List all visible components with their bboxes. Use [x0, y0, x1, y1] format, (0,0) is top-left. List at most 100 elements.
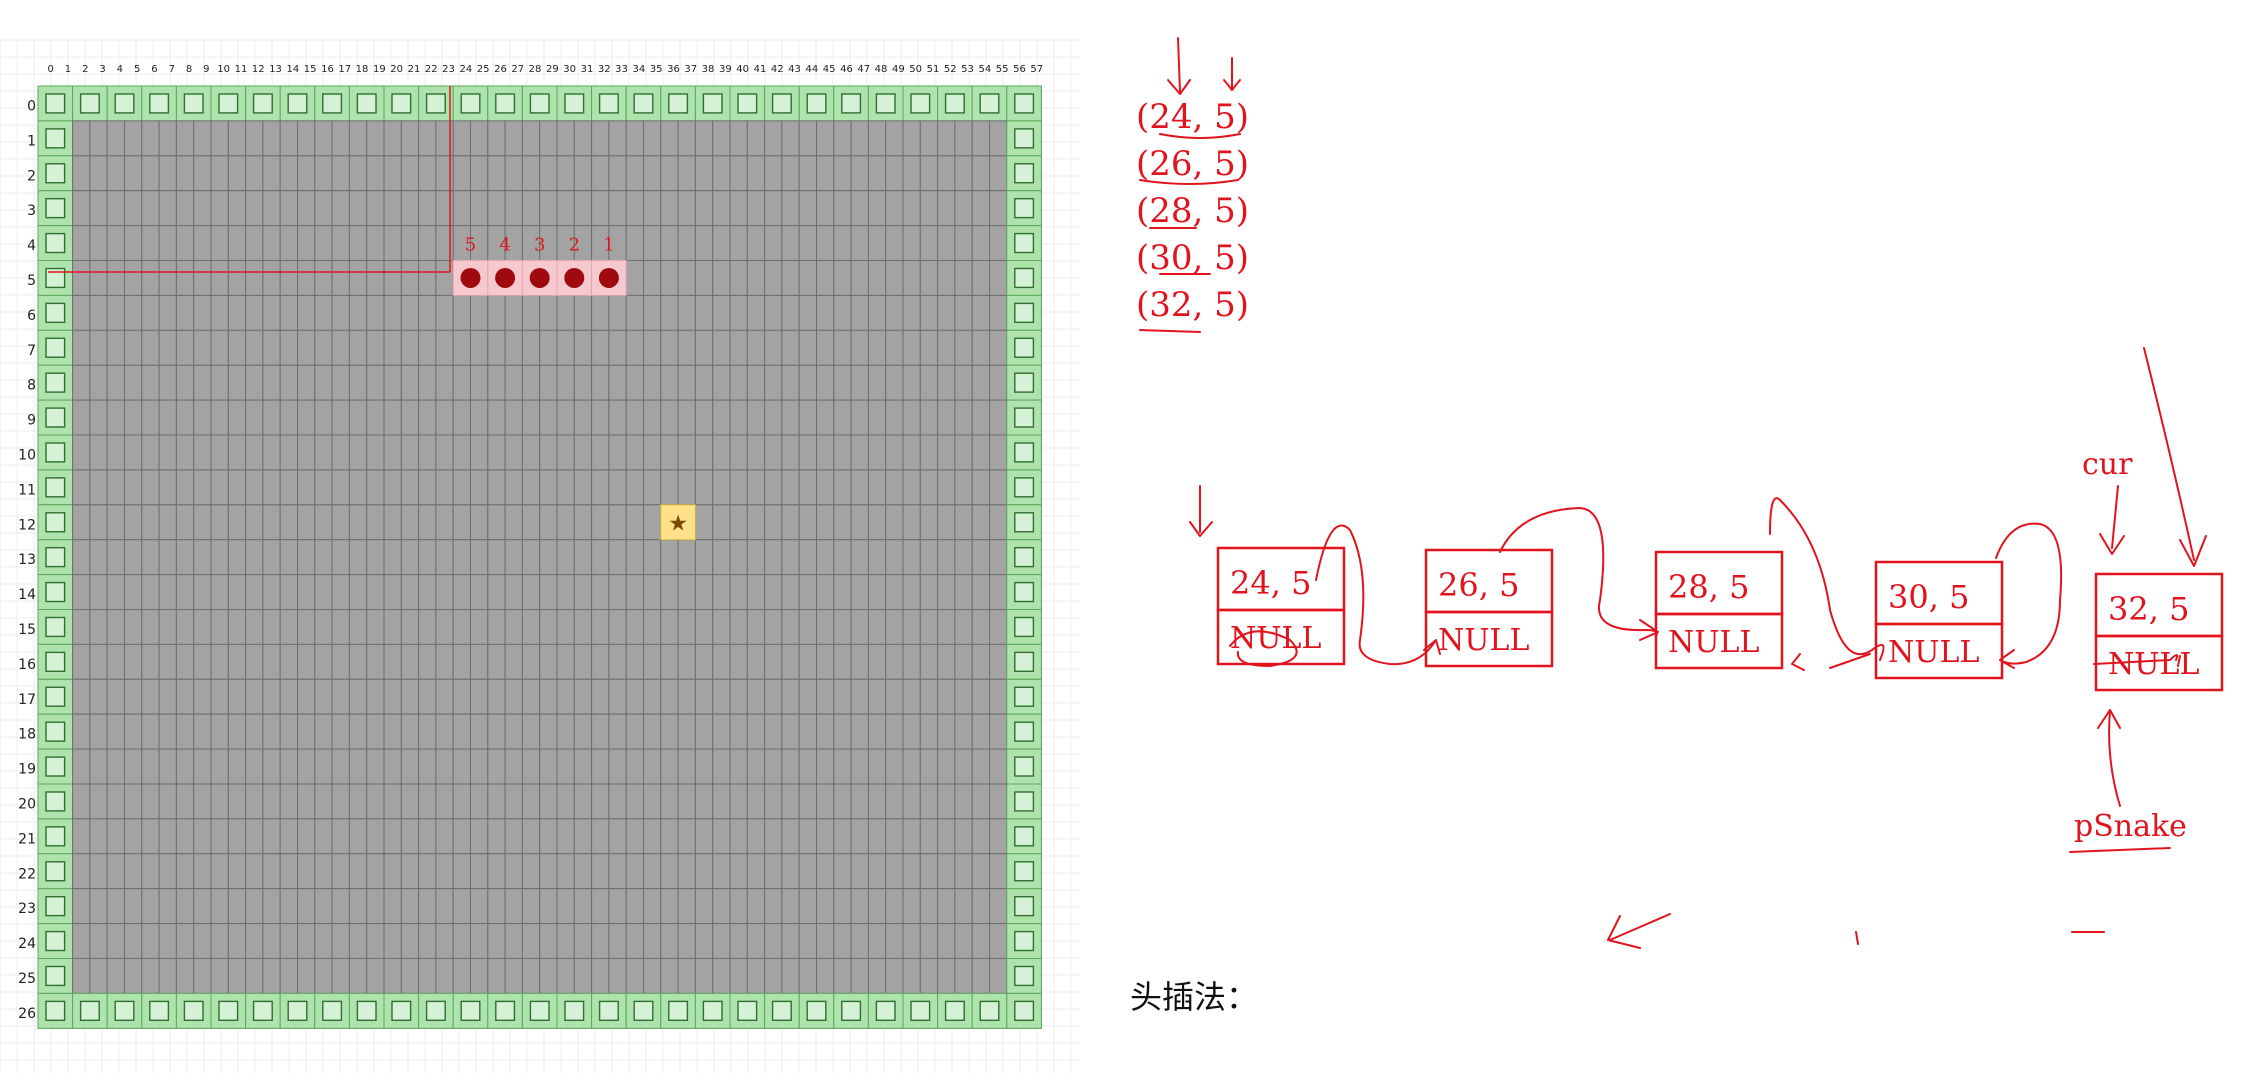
floor-cell	[297, 155, 316, 192]
floor-cell	[141, 364, 160, 401]
order-mark: 5	[465, 235, 476, 256]
floor-cell	[106, 329, 125, 366]
floor-cell	[729, 469, 748, 506]
floor-cell	[279, 748, 299, 785]
floor-cell	[366, 888, 385, 925]
floor-cell	[141, 713, 160, 750]
floor-cell	[833, 155, 852, 192]
floor-cell	[833, 434, 852, 471]
floor-cell	[625, 574, 645, 610]
row-label: 20	[18, 796, 36, 812]
floor-cell	[867, 853, 887, 890]
floor-cell	[158, 888, 177, 925]
floor-cell	[971, 818, 991, 855]
column-label: 2	[82, 64, 88, 75]
wall-cell-inner	[1014, 512, 1035, 533]
floor-cell	[106, 539, 125, 576]
floor-cell	[504, 539, 523, 576]
floor-cell	[383, 190, 402, 227]
floor-cell	[435, 574, 454, 610]
floor-cell	[331, 853, 350, 890]
floor-cell	[383, 120, 402, 157]
floor-cell	[954, 329, 973, 366]
floor-cell	[694, 120, 714, 157]
floor-cell	[556, 469, 575, 506]
floor-cell	[850, 399, 869, 436]
floor-cell	[746, 155, 766, 192]
floor-cell	[712, 155, 731, 192]
row-label: 14	[18, 587, 36, 603]
floor-cell	[573, 958, 593, 994]
floor-cell	[694, 469, 714, 506]
floor-cell	[227, 958, 247, 994]
floor-cell	[348, 399, 368, 436]
floor-cell	[452, 329, 472, 366]
floor-cell	[989, 574, 1008, 610]
column-label: 34	[632, 64, 645, 75]
floor-cell	[989, 329, 1008, 366]
link-arrow	[1315, 524, 1441, 666]
floor-cell	[158, 329, 177, 366]
floor-cell	[72, 225, 91, 262]
floor-cell	[712, 190, 731, 227]
wall-cell-inner	[737, 93, 758, 114]
floor-cell	[694, 783, 714, 820]
wall-cell-inner	[460, 93, 481, 114]
floor-cell	[902, 958, 921, 994]
column-label: 7	[169, 64, 175, 75]
floor-cell	[712, 225, 731, 262]
wall-cell-inner	[529, 93, 550, 114]
floor-cell	[677, 539, 696, 576]
floor-cell	[124, 260, 143, 296]
floor-cell	[158, 260, 177, 296]
floor-cell	[227, 120, 247, 157]
floor-cell	[989, 469, 1008, 506]
floor-cell	[383, 364, 402, 401]
floor-cell	[400, 469, 420, 506]
floor-cell	[608, 434, 627, 471]
floor-cell	[781, 294, 800, 331]
floor-cell	[210, 225, 229, 262]
floor-cell	[643, 609, 662, 645]
floor-cell	[279, 469, 299, 506]
floor-cell	[72, 643, 91, 680]
floor-cell	[106, 225, 125, 262]
wall-cell-inner	[1014, 686, 1035, 707]
floor-cell	[816, 260, 835, 296]
floor-cell	[314, 504, 333, 541]
wall-cell-inner	[356, 93, 377, 114]
floor-cell	[694, 364, 714, 401]
floor-cell	[400, 364, 420, 401]
floor-cell	[625, 609, 645, 645]
column-label: 33	[615, 64, 628, 75]
floor-cell	[400, 748, 420, 785]
column-label: 6	[151, 64, 157, 75]
floor-cell	[210, 329, 229, 366]
column-label: 39	[719, 64, 732, 75]
floor-cell	[297, 539, 316, 576]
floor-cell	[608, 469, 627, 506]
floor-cell	[331, 329, 350, 366]
floor-cell	[591, 434, 610, 471]
floor-cell	[885, 609, 904, 645]
floor-cell	[798, 120, 818, 157]
floor-cell	[902, 609, 921, 645]
floor-cell	[660, 260, 679, 296]
node-next-box	[1874, 622, 2004, 680]
wall-cell-inner	[1014, 197, 1035, 219]
floor-cell	[729, 294, 748, 331]
wall-cell-inner	[806, 1000, 827, 1022]
floor-cell	[262, 888, 281, 925]
floor-cell	[539, 818, 558, 855]
floor-cell	[954, 923, 973, 959]
floor-cell	[729, 155, 748, 192]
row-label: 9	[27, 413, 36, 429]
wall-cell-inner	[45, 197, 66, 219]
floor-cell	[556, 783, 575, 820]
floor-cell	[867, 155, 887, 192]
floor-cell	[314, 434, 333, 471]
floor-cell	[504, 643, 523, 680]
snake	[452, 260, 627, 296]
floor-cell	[262, 783, 281, 820]
floor-cell	[366, 294, 385, 331]
